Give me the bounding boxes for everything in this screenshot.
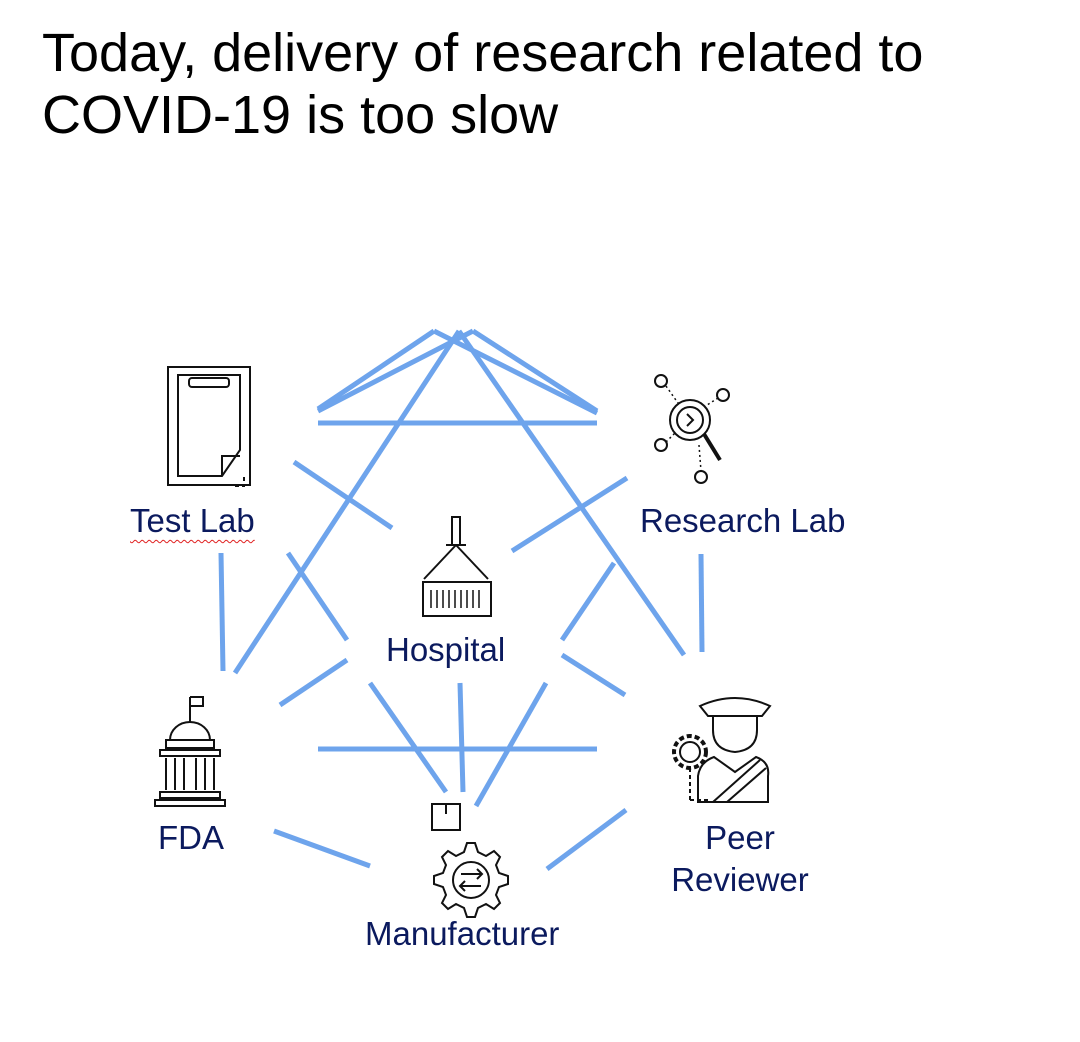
node-label-peer-reviewer: Peer Reviewer [600, 817, 880, 901]
gear-exchange-icon [431, 803, 509, 918]
connector-line [510, 475, 629, 554]
connector-line [232, 329, 462, 675]
peer-reviewer-label-line-2: Reviewer [671, 861, 809, 898]
connector-line [273, 828, 371, 869]
slide-title-line-2: COVID-19 is too slow [42, 85, 559, 145]
connector-line [457, 682, 466, 793]
connector-line [559, 561, 617, 642]
magnifier-network-icon [654, 374, 730, 484]
connector-line [545, 807, 628, 872]
connector-line [218, 552, 226, 672]
test-lab-label: Test Lab [130, 502, 255, 539]
connector-line [432, 328, 599, 416]
slide-title: Today, delivery of research related to C… [42, 22, 1052, 146]
officer-with-gear-icon [672, 697, 772, 803]
connector-line [316, 328, 475, 414]
clipboard-icon [167, 366, 251, 487]
government-building-icon [154, 696, 226, 807]
slide-title-line-1: Today, delivery of research related to [42, 23, 924, 83]
connector-line [316, 328, 436, 412]
node-label-research-lab: Research Lab [640, 502, 846, 539]
connector-line [278, 657, 349, 708]
connector-line [471, 328, 599, 414]
connector-line [292, 459, 394, 531]
peer-reviewer-label-line-1: Peer [705, 819, 775, 856]
connector-line [560, 652, 627, 698]
node-label-hospital: Hospital [386, 631, 506, 668]
node-label-manufacturer: Manufacturer [365, 915, 560, 952]
shipping-container-icon [422, 516, 492, 617]
node-label-fda: FDA [158, 819, 224, 856]
connector-line [698, 553, 705, 653]
connector-line [285, 551, 350, 642]
connector-line [473, 681, 549, 808]
connector-line [367, 681, 449, 794]
connector-lines [218, 328, 705, 872]
connector-line [456, 329, 687, 657]
node-label-test-lab: Test Lab [130, 500, 255, 542]
